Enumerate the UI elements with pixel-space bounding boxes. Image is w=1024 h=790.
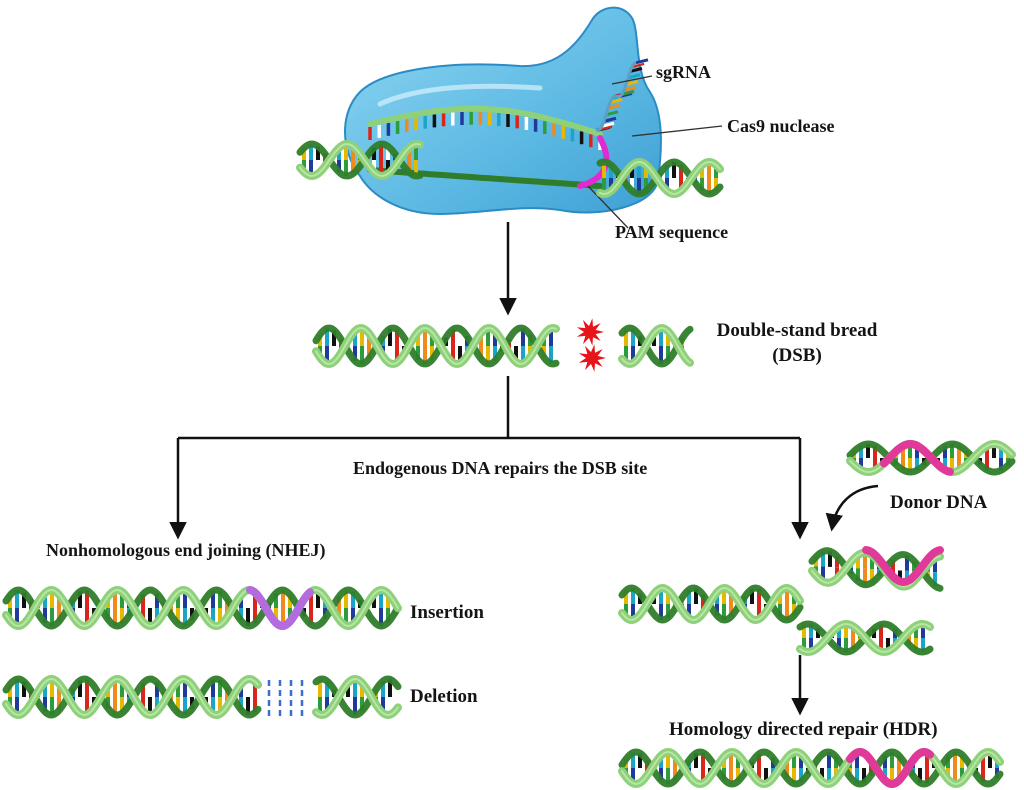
- dna-helix: [296, 140, 424, 181]
- dna-fragment-left: [312, 324, 560, 368]
- hdr-upper-strand: [808, 546, 944, 592]
- cut-burst-icon: [578, 344, 606, 372]
- hdr-repaired-dna: [618, 747, 1004, 789]
- pam-leader-line: [587, 185, 629, 229]
- nhej-label: Nonhomologous end joining (NHEJ): [46, 540, 326, 560]
- hdr-lower-strand: [796, 619, 934, 657]
- cas9-label: Cas9 nuclease: [727, 116, 835, 136]
- dna-helix: [596, 157, 724, 199]
- deletion-label: Deletion: [410, 686, 478, 707]
- hdr-label: Homology directed repair (HDR): [669, 719, 938, 740]
- endogenous-repair-label: Endogenous DNA repairs the DSB site: [353, 458, 648, 478]
- pam-label: PAM sequence: [615, 222, 729, 242]
- arrow-donor-to-template: [825, 484, 879, 532]
- hdr-broken-dna: [618, 583, 804, 625]
- donor-dna-label: Donor DNA: [890, 492, 988, 513]
- sgrna-label: sgRNA: [656, 62, 712, 82]
- insertion-label: Insertion: [410, 602, 484, 623]
- dsb-label-line2: (DSB): [772, 345, 822, 366]
- sgrna-strand: [595, 58, 649, 132]
- dna-fragment-right: [618, 323, 694, 369]
- deletion-gap-marks: [267, 680, 304, 716]
- cas9-leader-line: [631, 125, 723, 137]
- sgrna-leader-line: [611, 75, 653, 85]
- cut-burst-icon: [576, 318, 604, 346]
- dsb-label-line1: Double-stand bread: [716, 320, 878, 341]
- deletion-dna-right: [312, 675, 402, 720]
- deletion-dna-left: [2, 674, 262, 720]
- donor-dna-helix: [846, 439, 1016, 477]
- cas9-highlight: [377, 83, 543, 107]
- insertion-dna-helix: [2, 585, 402, 631]
